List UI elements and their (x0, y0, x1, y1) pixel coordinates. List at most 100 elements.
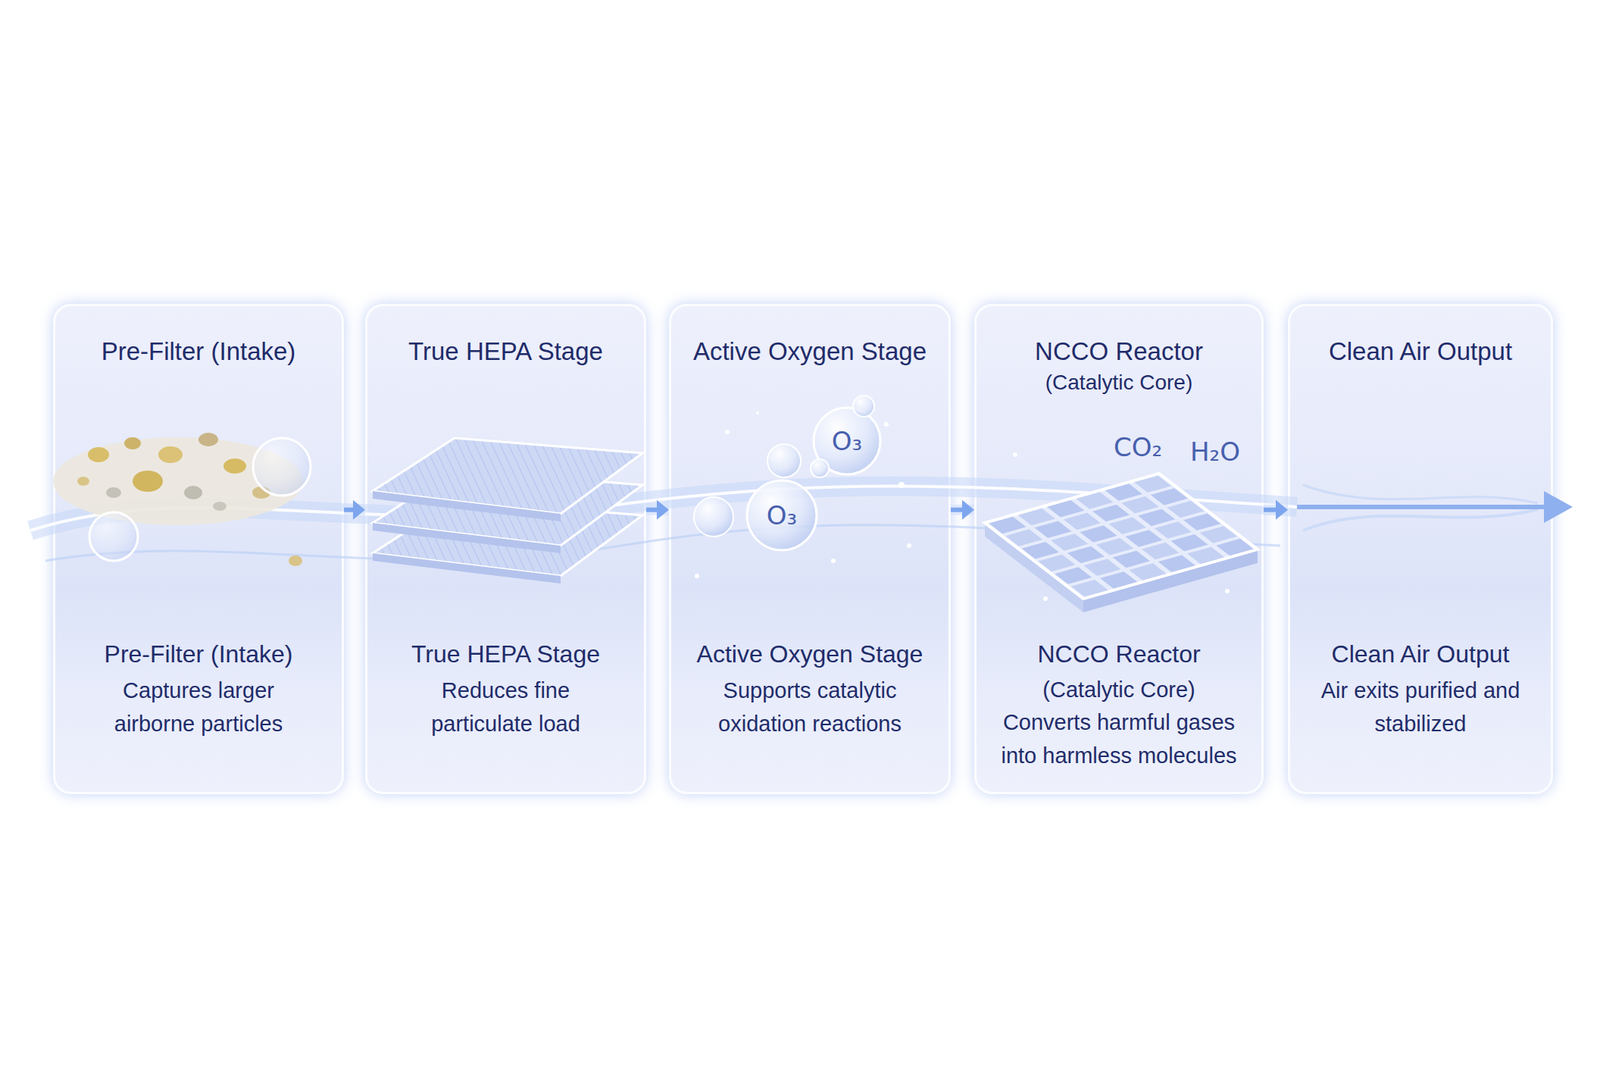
output-arrow-line (1296, 504, 1547, 510)
stage-title: Active Oxygen Stage (675, 334, 944, 369)
dust-patch (53, 437, 304, 525)
arrow-glow (646, 504, 669, 516)
grid-side (984, 522, 1084, 613)
text-group: Pre-Filter (Intake) (59, 334, 338, 369)
stage-heading: True HEPA Stage (371, 637, 640, 671)
bubble (253, 437, 311, 496)
filter-sheet (372, 437, 643, 514)
particle (252, 486, 271, 499)
ozone-bubble (813, 407, 881, 475)
grid-cell (1125, 529, 1163, 547)
particle (132, 470, 163, 492)
grid-cell (1109, 516, 1147, 535)
grid-cell (1018, 508, 1056, 526)
bubble (693, 496, 734, 537)
grid-cell (1137, 509, 1175, 527)
particle (106, 487, 122, 498)
ozone-bubble (746, 480, 817, 550)
hepa-sheets (372, 437, 643, 584)
grid-cell (1054, 566, 1092, 585)
grid-cell (1128, 562, 1166, 581)
grid-cell (1105, 483, 1143, 501)
sparkle (694, 573, 700, 579)
bubble (767, 443, 801, 478)
text-group: Active Oxygen StageSupports catalytic ox… (675, 637, 944, 741)
flow-arrow (1263, 500, 1288, 520)
grid-cell (1021, 541, 1060, 560)
grid-cell (988, 516, 1026, 535)
text-group: True HEPA Stage (371, 334, 640, 369)
grid-cell (1071, 579, 1109, 597)
stage-panel: NCCO Reactor(Catalytic Core)NCCO Reactor… (974, 303, 1264, 794)
grid-cell (1067, 546, 1105, 564)
formula-label: O₃ (766, 500, 797, 531)
stage-panel: Active Oxygen StageActive Oxygen StageSu… (668, 303, 951, 794)
output-arrow-head (1543, 490, 1573, 523)
particle (184, 485, 203, 500)
sparkles (694, 411, 912, 579)
stage-description: Converts harmful gases into harmless mol… (986, 705, 1252, 772)
arrow-head (1275, 500, 1288, 520)
text-group: NCCO Reactor(Catalytic Core)Converts har… (981, 637, 1257, 772)
stage-subheading: (Catalytic Core) (981, 673, 1257, 706)
text-group: True HEPA StageReduces fine particulate … (371, 637, 640, 741)
grid-cell (1063, 512, 1101, 531)
arrow-head (656, 500, 669, 520)
sparkle (906, 543, 912, 548)
formula-label: CO₂ (1113, 431, 1163, 463)
stage-heading: NCCO Reactor (981, 637, 1257, 671)
stage-subtitle: (Catalytic Core) (981, 368, 1257, 397)
sparkle (898, 481, 905, 488)
catalytic-grid (984, 473, 1258, 613)
air-flow-line (30, 485, 1297, 531)
grid-cell (1005, 528, 1043, 547)
grid-cell (1100, 571, 1138, 589)
grid-cell (1166, 500, 1204, 519)
arrow-glow (343, 504, 366, 516)
grid-cell (1092, 504, 1130, 522)
arrow-head (353, 500, 366, 520)
grid-cell (1112, 550, 1150, 569)
grid-cell (1034, 520, 1072, 538)
particle (198, 432, 219, 447)
bubble (89, 512, 138, 561)
stage-description: Captures larger airborne particles (88, 673, 309, 741)
grid-cell (1050, 533, 1088, 551)
stage-panel: Clean Air OutputClean Air OutputAir exit… (1287, 303, 1554, 794)
arrow-line (1263, 507, 1278, 513)
particle (223, 458, 247, 474)
particle (77, 476, 90, 486)
formula-label: O₃ (831, 425, 863, 457)
particle (288, 555, 303, 566)
grid-cell (1183, 512, 1221, 531)
text-group: Active Oxygen Stage (675, 334, 944, 369)
formula-label: H₂O (1190, 436, 1241, 467)
text-group: Clean Air OutputAir exits purified and s… (1294, 637, 1547, 741)
grid-cell (1187, 546, 1225, 565)
grid-cell (1075, 491, 1113, 510)
air-wisp (1303, 484, 1538, 504)
grid-cell (1158, 554, 1196, 572)
filter-edge (372, 522, 561, 554)
stage-description: Supports catalytic oxidation reactions (696, 673, 924, 741)
stage-heading: Pre-Filter (Intake) (59, 637, 338, 671)
arrow-glow (950, 504, 975, 516)
stage-title: Pre-Filter (Intake) (59, 334, 338, 369)
grid-side (1083, 549, 1258, 613)
sparkle (884, 421, 889, 427)
grid-cell (1121, 496, 1159, 514)
arrow-line (950, 507, 964, 513)
grid-cell (1200, 525, 1238, 544)
air-wisp (1303, 509, 1538, 531)
particle (212, 501, 227, 511)
sparkle (756, 411, 760, 415)
stage-heading: Active Oxygen Stage (675, 637, 944, 671)
grid-cell (1154, 521, 1192, 539)
sparkles (1012, 452, 1230, 601)
sparkle (1012, 452, 1018, 457)
grid-cell (1215, 538, 1254, 557)
sparkle (725, 429, 730, 435)
sparkle (831, 558, 836, 563)
filter-sheet (372, 469, 643, 546)
